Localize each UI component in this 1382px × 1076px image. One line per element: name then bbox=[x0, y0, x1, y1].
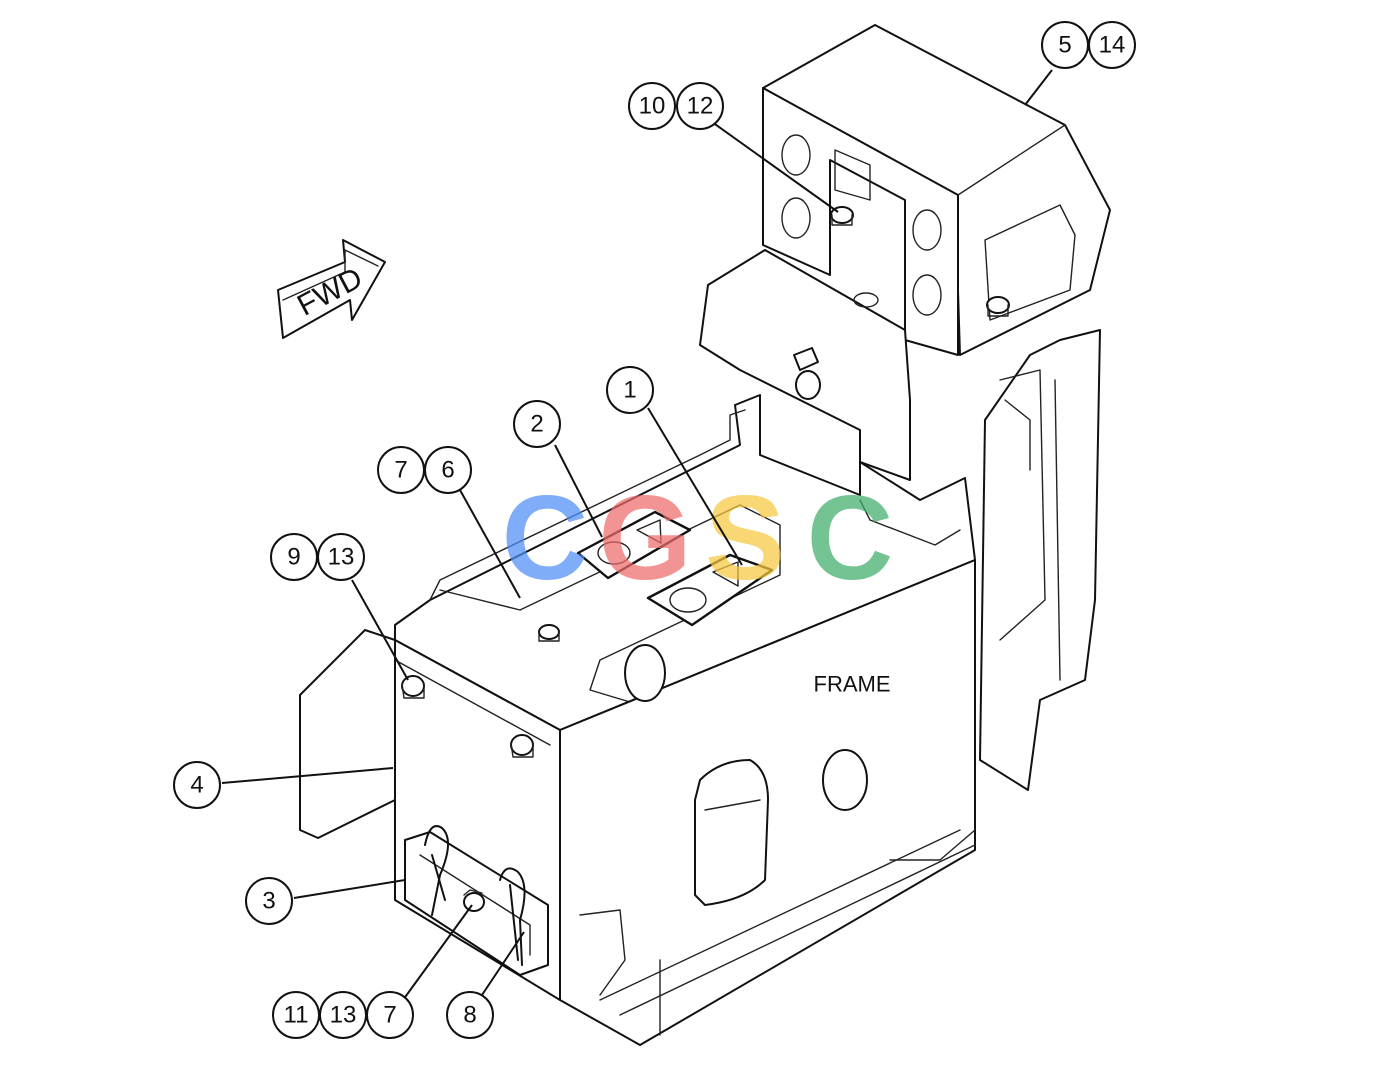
svg-text:11: 11 bbox=[284, 1002, 309, 1029]
svg-text:12: 12 bbox=[687, 93, 714, 120]
callout-5: 5 bbox=[1041, 21, 1089, 69]
callout-7-upper: 7 bbox=[377, 446, 425, 494]
svg-text:2: 2 bbox=[530, 411, 543, 438]
callout-7-lower: 7 bbox=[366, 991, 414, 1039]
svg-text:14: 14 bbox=[1099, 32, 1126, 59]
bolt-upper-right bbox=[986, 296, 1010, 317]
svg-text:9: 9 bbox=[287, 544, 300, 571]
callout-1: 1 bbox=[606, 366, 654, 414]
watermark-letter-c2: C bbox=[807, 471, 894, 605]
callout-2: 2 bbox=[513, 400, 561, 448]
frame-label: FRAME bbox=[814, 672, 891, 697]
svg-text:8: 8 bbox=[463, 1002, 476, 1029]
svg-text:10: 10 bbox=[639, 93, 666, 120]
decal-2 bbox=[576, 510, 692, 580]
callout-11: 11 bbox=[272, 991, 320, 1039]
callout-13-lower: 13 bbox=[319, 991, 367, 1039]
watermark-letter-s: S bbox=[705, 471, 785, 605]
rear-side-panel bbox=[979, 329, 1101, 791]
leader-lines bbox=[221, 69, 1053, 1001]
callout-14: 14 bbox=[1088, 21, 1136, 69]
bolt-11-13-7 bbox=[463, 889, 485, 912]
bolt-front-edge bbox=[510, 734, 534, 758]
svg-text:3: 3 bbox=[262, 888, 275, 915]
watermark-letter-c1: C bbox=[502, 471, 589, 605]
callout-3: 3 bbox=[245, 877, 293, 925]
mount-plate bbox=[699, 249, 911, 481]
main-frame bbox=[394, 394, 976, 1046]
callout-13-upper: 13 bbox=[317, 533, 365, 581]
svg-text:4: 4 bbox=[190, 772, 203, 799]
callout-4: 4 bbox=[173, 761, 221, 809]
callout-8: 8 bbox=[446, 991, 494, 1039]
hitch-pin-8 bbox=[499, 867, 526, 966]
bolt-top-face bbox=[538, 624, 560, 642]
hitch-pin-left bbox=[424, 825, 449, 916]
svg-text:6: 6 bbox=[441, 457, 454, 484]
svg-text:13: 13 bbox=[328, 544, 355, 571]
left-guard-plate bbox=[299, 629, 396, 839]
bolt-9-13 bbox=[401, 675, 425, 699]
svg-text:13: 13 bbox=[330, 1002, 357, 1029]
callout-6: 6 bbox=[424, 446, 472, 494]
svg-text:5: 5 bbox=[1058, 32, 1071, 59]
svg-text:7: 7 bbox=[383, 1002, 396, 1029]
decal-1 bbox=[646, 553, 774, 627]
callout-9: 9 bbox=[270, 533, 318, 581]
callout-10: 10 bbox=[628, 82, 676, 130]
callout-12: 12 bbox=[676, 82, 724, 130]
fwd-arrow-icon: FWD bbox=[277, 239, 386, 339]
cgsc-watermark: C G S C bbox=[502, 471, 894, 605]
svg-text:7: 7 bbox=[394, 457, 407, 484]
watermark-letter-g: G bbox=[598, 471, 691, 605]
svg-text:1: 1 bbox=[623, 377, 636, 404]
